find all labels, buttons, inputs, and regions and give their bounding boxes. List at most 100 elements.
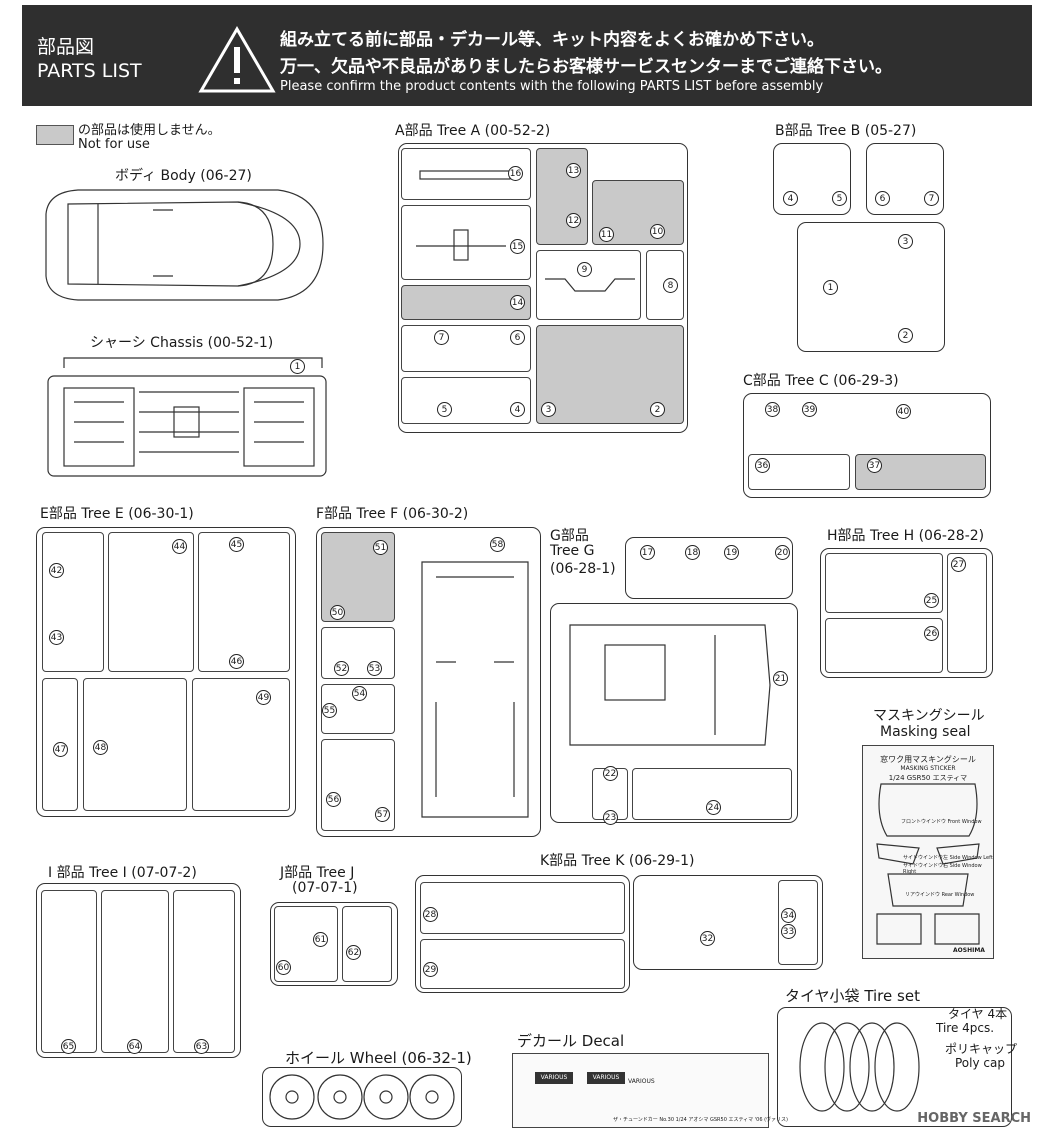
part-number: 22 (603, 766, 618, 781)
part-number: 25 (924, 593, 939, 608)
masking-brand: AOSHIMA (953, 947, 985, 954)
part-number: 10 (650, 224, 665, 239)
tree-g-label-1: G部品 (550, 528, 589, 544)
polycap-jp: ポリキャップ (945, 1042, 1018, 1056)
masking-label-front: フロントウインドウ Front Window (901, 819, 982, 825)
part-number: 37 (867, 458, 882, 473)
part-number: 53 (367, 661, 382, 676)
tree-a-label: A部品 Tree A (00-52-2) (395, 123, 551, 139)
part-number: 12 (566, 213, 581, 228)
part-number: 50 (330, 605, 345, 620)
polycap-en: Poly cap (955, 1056, 1005, 1070)
part-number: 18 (685, 545, 700, 560)
part-number: 64 (127, 1039, 142, 1054)
part-number: 29 (423, 962, 438, 977)
warning-line-2: 万一、欠品や不良品がありましたらお客様サービスセンターまでご連絡下さい。 (280, 57, 892, 77)
part-number: 2 (898, 328, 913, 343)
part-number: 57 (375, 807, 390, 822)
tire-set-label: タイヤ小袋 Tire set (785, 987, 920, 1005)
masking-label-side-right: サイドウインドウ右 Side Window Right (903, 863, 982, 875)
tree-a-cell-unused (536, 148, 588, 245)
tree-k-cell (420, 882, 625, 934)
not-used-swatch (36, 125, 74, 145)
tree-c-label: C部品 Tree C (06-29-3) (743, 373, 899, 389)
masking-label-rear: リアウインドウ Rear Window (905, 892, 975, 898)
part-number: 8 (663, 278, 678, 293)
part-number: 7 (434, 330, 449, 345)
tree-j-label-2: (07-07-1) (292, 880, 358, 896)
part-number: 1 (823, 280, 838, 295)
masking-label-en: Masking seal (880, 724, 971, 740)
part-number: 46 (229, 654, 244, 669)
part-number: 17 (640, 545, 655, 560)
title-en: PARTS LIST (37, 60, 142, 82)
part-number: 48 (93, 740, 108, 755)
part-number: 6 (510, 330, 525, 345)
part-number: 62 (346, 945, 361, 960)
title-jp: 部品図 (37, 36, 95, 58)
part-number: 63 (194, 1039, 209, 1054)
tree-j-cell (342, 906, 392, 982)
tree-h-cell (825, 618, 943, 673)
tire-count-jp: タイヤ 4本 (948, 1007, 1008, 1021)
decal-sheet: VARIOUS VARIOUS VARIOUS ザ・チューンドカー No.30 … (512, 1053, 788, 1128)
part-number: 61 (313, 932, 328, 947)
floor-pan-drawing (421, 561, 529, 818)
part-number: 42 (49, 563, 64, 578)
part-number: 23 (603, 810, 618, 825)
tree-k-label: K部品 Tree K (06-29-1) (540, 853, 695, 869)
tree-e-label: E部品 Tree E (06-30-1) (40, 506, 194, 522)
tree-e-cell (108, 532, 194, 672)
tree-a-cell (401, 377, 531, 424)
tire-count-en: Tire 4pcs. (936, 1021, 995, 1035)
part-number: 52 (334, 661, 349, 676)
tree-i-cell (101, 890, 169, 1053)
tree-i-cell (41, 890, 97, 1053)
part-number: 28 (423, 907, 438, 922)
part-number: 60 (276, 960, 291, 975)
part-number: 13 (566, 163, 581, 178)
header-title-block: 部品図 PARTS LIST (37, 35, 142, 83)
tree-k-cell (420, 939, 625, 989)
part-number: 4 (510, 402, 525, 417)
part-number: 21 (773, 671, 788, 686)
part-number: 4 (783, 191, 798, 206)
tree-b-label: B部品 Tree B (05-27) (775, 123, 917, 139)
part-number: 24 (706, 800, 721, 815)
part-number: 5 (832, 191, 847, 206)
decal-logo-1: VARIOUS (535, 1072, 573, 1084)
part-number: 6 (875, 191, 890, 206)
tree-e-cell (192, 678, 290, 811)
legend-jp: の部品は使用しません。 (78, 123, 221, 138)
tree-f-label: F部品 Tree F (06-30-2) (316, 506, 469, 522)
legend-en: Not for use (78, 137, 150, 152)
tree-k-cell (778, 880, 818, 965)
tree-h-label: H部品 Tree H (06-28-2) (827, 528, 985, 544)
masking-label-jp: マスキングシール (873, 708, 985, 724)
tree-a-cell (536, 250, 641, 320)
masking-sheet: 窓ワク用マスキングシール MASKING STICKER 1/24 GSR50 … (862, 745, 994, 959)
warning-line-3: Please confirm the product contents with… (280, 79, 824, 94)
part-number: 3 (541, 402, 556, 417)
part-number: 9 (577, 262, 592, 277)
body-label: ボディ Body (06-27) (115, 168, 252, 184)
tree-a-cell-unused (401, 285, 531, 320)
part-number: 51 (373, 540, 388, 555)
part-number: 32 (700, 931, 715, 946)
roof-panel-drawing (569, 624, 771, 746)
part-number: 58 (490, 537, 505, 552)
masking-sheet-subtitle: MASKING STICKER (900, 765, 956, 772)
masking-label-side-left: サイドウインドウ左 Side Window Left (903, 855, 993, 861)
part-number: 15 (510, 239, 525, 254)
wheel-label: ホイール Wheel (06-32-1) (285, 1049, 472, 1067)
masking-sheet-title: 窓ワク用マスキングシール (880, 755, 976, 764)
part-number: 38 (765, 402, 780, 417)
tree-h-cell (825, 553, 943, 613)
watermark: HOBBY SEARCH (917, 1111, 1031, 1126)
part-number: 54 (352, 686, 367, 701)
warning-line-1: 組み立てる前に部品・デカール等、キット内容をよくお確かめ下さい。 (280, 30, 824, 50)
tree-a-cell (401, 325, 531, 372)
body-drawing (45, 189, 324, 301)
warning-triangle-icon (198, 26, 276, 93)
part-number: 16 (508, 166, 523, 181)
